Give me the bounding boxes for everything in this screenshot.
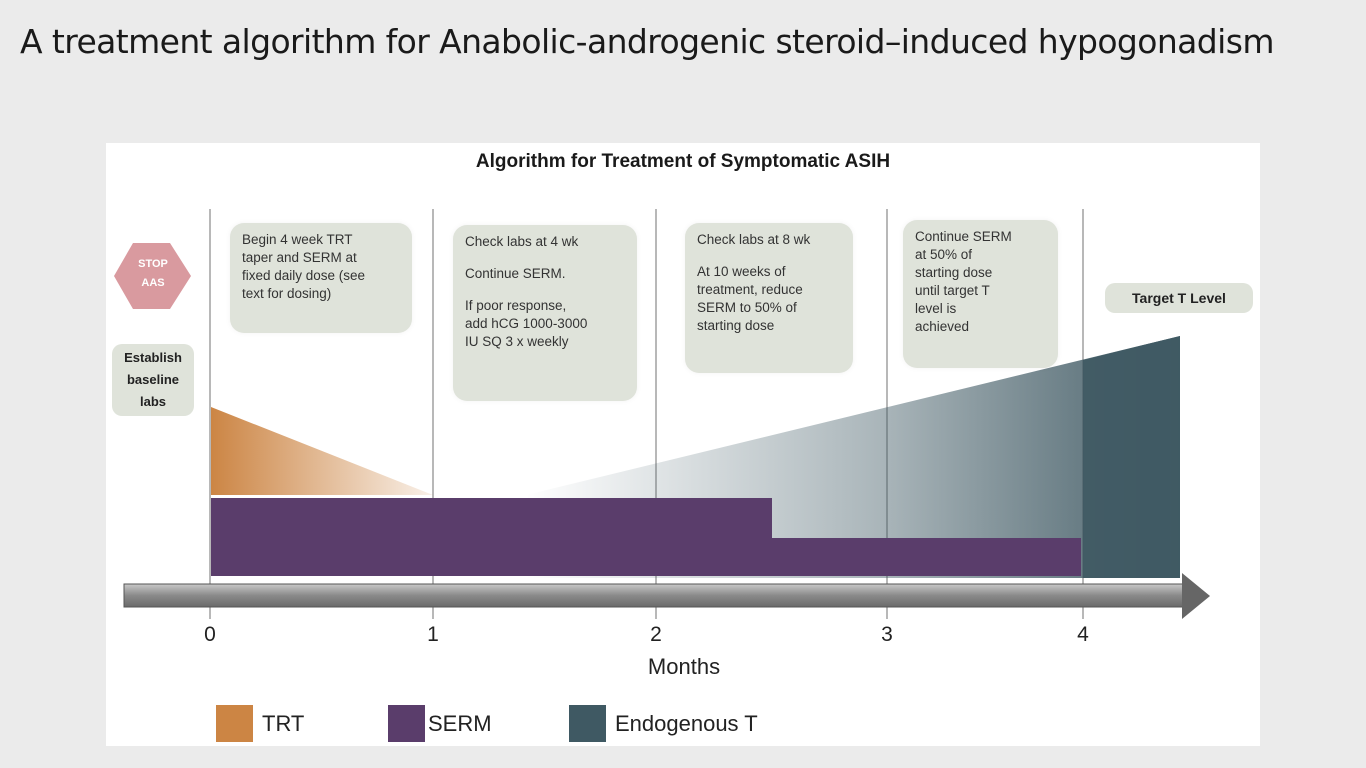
legend-item-serm: SERM: [388, 705, 492, 742]
endogenous-t-target-block: [1083, 360, 1180, 578]
note-4-line-4: until target T: [915, 283, 990, 298]
x-axis-title: Months: [647, 654, 721, 679]
tick-label-4: 4: [1077, 623, 1089, 646]
note-1-line-4: text for dosing): [242, 286, 332, 301]
legend-label-serm: SERM: [428, 710, 492, 736]
note-4-line-3: starting dose: [915, 265, 993, 280]
note-1-line-2: taper and SERM at: [242, 250, 357, 265]
stop-aas-icon: [114, 243, 191, 309]
note-1-line-1: Begin 4 week TRT: [242, 232, 353, 247]
note-2-line-4: add hCG 1000-3000: [465, 316, 588, 331]
note-2-line-2: Continue SERM.: [465, 266, 566, 281]
note-3-line-4: SERM to 50% of: [697, 300, 797, 315]
treatment-algorithm-figure: Algorithm for Treatment of Symptomatic A…: [106, 143, 1260, 746]
stop-line-1: STOP: [138, 258, 168, 270]
legend-swatch-endogenous-t: [569, 705, 606, 742]
legend-swatch-trt: [216, 705, 253, 742]
legend-swatch-serm: [388, 705, 425, 742]
note-1-line-3: fixed daily dose (see: [242, 268, 366, 283]
tick-label-3: 3: [881, 623, 893, 646]
baseline-line-3: labs: [139, 394, 166, 409]
legend-label-trt: TRT: [262, 710, 305, 736]
note-begin-taper: Begin 4 week TRT taper and SERM at fixed…: [230, 223, 412, 333]
figure-title: Algorithm for Treatment of Symptomatic A…: [475, 151, 891, 172]
note-continue-serm: Continue SERM at 50% of starting dose un…: [903, 220, 1058, 368]
note-3-line-2: At 10 weeks of: [697, 264, 786, 279]
timeline-graphic: [114, 209, 1210, 619]
note-2-line-3: If poor response,: [465, 298, 567, 313]
note-2-line-1: Check labs at 4 wk: [465, 234, 579, 249]
target-t-level-label: Target T Level: [1105, 283, 1253, 313]
note-4-line-2: at 50% of: [915, 247, 973, 262]
tick-label-0: 0: [204, 623, 216, 646]
stop-line-2: AAS: [141, 277, 165, 289]
note-4-line-6: achieved: [915, 319, 970, 334]
stop-aas-text: STOP AAS: [118, 255, 188, 293]
note-3-line-3: treatment, reduce: [697, 282, 803, 297]
time-arrow-shaft: [123, 583, 1187, 608]
tick-label-2: 2: [650, 623, 662, 646]
note-2-line-5: IU SQ 3 x weekly: [465, 334, 569, 349]
serm-bar: [211, 498, 1081, 576]
target-label-text: Target T Level: [1132, 290, 1226, 306]
time-arrow-head: [1182, 573, 1210, 619]
legend-label-endogenous-t: Endogenous T: [615, 710, 758, 736]
note-check-labs-4wk: Check labs at 4 wk Continue SERM. If poo…: [453, 225, 637, 401]
trt-taper-area: [211, 407, 433, 495]
note-4-line-1: Continue SERM: [915, 229, 1012, 244]
note-check-labs-8wk: Check labs at 8 wk At 10 weeks of treatm…: [685, 223, 853, 373]
tick-label-1: 1: [427, 623, 439, 646]
note-3-line-5: starting dose: [697, 318, 775, 333]
slide-title: A treatment algorithm for Anabolic-andro…: [20, 22, 1274, 61]
baseline-line-2: baseline: [126, 372, 180, 387]
establish-baseline-label: Establish baseline labs: [112, 344, 194, 416]
baseline-line-1: Establish: [124, 350, 182, 365]
note-4-line-5: level is: [915, 301, 957, 316]
legend-item-endogenous-t: Endogenous T: [569, 705, 758, 742]
legend-item-trt: TRT: [216, 705, 304, 742]
endogenous-t-peak: [1083, 336, 1180, 360]
note-3-line-1: Check labs at 8 wk: [697, 232, 811, 247]
